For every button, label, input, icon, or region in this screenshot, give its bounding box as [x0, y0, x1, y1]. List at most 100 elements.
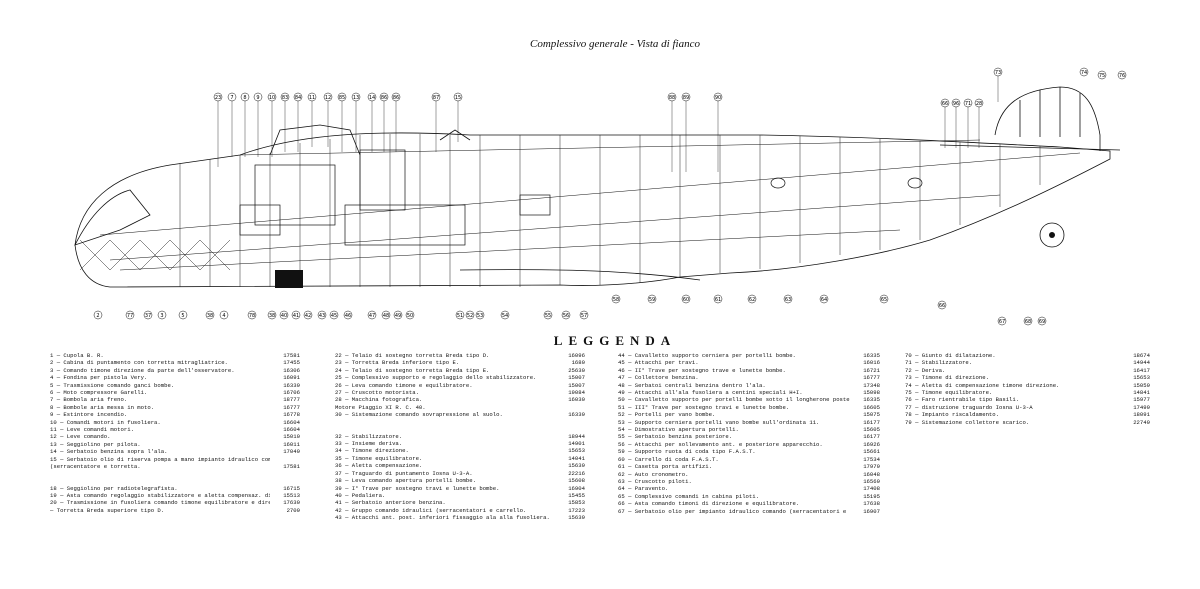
legend-row: 6 — Moto compressore Garelli.16706	[50, 389, 300, 396]
legend-row: 12 — Leve comando.15010	[50, 433, 300, 440]
legend-item-text: 62 — Auto cronometro.	[618, 470, 689, 478]
legend-item-code: 16177	[863, 418, 880, 426]
legend-item-code: 17408	[863, 485, 880, 493]
callout-label: 74	[1081, 70, 1087, 76]
legend-row: 2 — Cabina di puntamento con torretta mi…	[50, 359, 300, 366]
legend-item-code: 17049	[283, 448, 300, 456]
legend-row: 34 — Timone direzione.15653	[335, 447, 585, 454]
legend-item-code: 16177	[863, 433, 880, 441]
callout-label: 59	[649, 297, 655, 303]
legend-item-code: 18091	[1133, 411, 1150, 419]
callout: 74	[1079, 67, 1089, 77]
legend-row: 43 — Attacchi ant. post. inferiori fissa…	[335, 514, 585, 521]
callout	[343, 310, 353, 320]
legend-row: 42 — Gruppo comando idraulici (serracent…	[335, 507, 585, 514]
legend-item-text: 24 — Telaio di sostegno torretta Breda t…	[335, 366, 490, 374]
legend-row: 32 — Stabilizzatore.18944	[335, 433, 585, 440]
callouts-bottom	[93, 294, 1047, 326]
callout-label: 62	[749, 297, 755, 303]
callout	[579, 310, 589, 320]
callout	[937, 300, 947, 310]
legend-row: 28 — Macchina fotografica.16030	[335, 396, 585, 403]
legend-item-code: 16011	[283, 440, 300, 448]
callout-label: 64	[821, 297, 827, 303]
callout-label: 89	[683, 95, 689, 101]
callout: 23	[213, 92, 223, 167]
callout: 96	[951, 98, 961, 148]
legend-item-code: 25630	[568, 366, 585, 374]
callout-label: 38	[269, 313, 275, 319]
fuselage-outline	[74, 86, 1121, 288]
legend-item-code: 14901	[568, 440, 585, 448]
tail-wheel	[1039, 222, 1065, 248]
callout-label: 48	[383, 313, 389, 319]
legend-item-code: 14944	[1133, 359, 1150, 367]
callout: 73	[993, 67, 1003, 102]
callout-label: 9	[256, 95, 259, 101]
legend-item-code: 16016	[863, 359, 880, 367]
legend-item-code: 17499	[1133, 403, 1150, 411]
legend-item-text: 78 — Impianto riscaldamento.	[905, 411, 999, 419]
legend-item-text: 11 — Leve comandi motori.	[50, 426, 134, 434]
legend-item-text: 33 — Insieme deriva.	[335, 440, 403, 448]
legend-row: (serracentatore e torretta.17581	[50, 463, 300, 470]
callout-label: 65	[881, 297, 887, 303]
legend-item-text: 53 — Supporto cerniera portelli vano bom…	[618, 418, 820, 426]
legend-item-code: 18944	[568, 432, 585, 440]
legend-item-text: 54 — Dimostrativo apertura portelli.	[618, 426, 739, 434]
legend-row: 37 — Traguardo di puntamento Iosna U-3-A…	[335, 470, 585, 477]
legend-item-text: 45 — Attacchi per travi.	[618, 359, 699, 367]
legend-row: 64 — Paravento.17408	[618, 485, 880, 492]
legend-row: 53 — Supporto cerniera portelli vano bom…	[618, 419, 880, 426]
callout	[291, 310, 301, 320]
callout: 28	[974, 98, 984, 148]
callout-label: 61	[715, 297, 721, 303]
legend-item-text: 36 — Aletta compensazione.	[335, 462, 423, 470]
legend-item-text: 13 — Seggiolino per pilota.	[50, 440, 141, 448]
legend-item-text: 22 — Telaio di sostegno torretta Breda t…	[335, 352, 490, 359]
callout-label: 52	[467, 313, 473, 319]
legend-item-code: 16706	[283, 389, 300, 397]
legend-row: 5 — Trasmissione comando ganci bombe.163…	[50, 382, 300, 389]
callout-label: 60	[683, 297, 689, 303]
drawing-title: Complessivo generale - Vista di fianco	[530, 38, 700, 50]
legend-item-code: 17223	[568, 506, 585, 514]
callout-label: 53	[477, 313, 483, 319]
legend-item-text: 28 — Macchina fotografica.	[335, 396, 423, 404]
legend-item-text: (serracentatore e torretta.	[50, 463, 141, 471]
legend-item-text: 49 — Attacchi all'ala fusoliera a centin…	[618, 389, 803, 397]
legend-row: 8 — Bombole aria messa in moto.16777	[50, 404, 300, 411]
callout	[367, 310, 377, 320]
legend-item-code: 16721	[863, 366, 880, 374]
legend-item-text: 5 — Trasmissione comando ganci bombe.	[50, 381, 175, 389]
callout-label: 96	[953, 101, 959, 107]
callout: 87	[431, 92, 441, 152]
legend-row: 79 — Sistemazione collettore scarico.227…	[905, 419, 1150, 426]
callout-label: 10	[269, 95, 275, 101]
legend-item-code: 15977	[1133, 396, 1150, 404]
legend-item-code: 14841	[1133, 389, 1150, 397]
legend-item-code: 16605	[863, 403, 880, 411]
callout: 86	[379, 92, 389, 152]
callout-label: 78	[249, 313, 255, 319]
callout	[647, 294, 657, 304]
callout-label: 90	[715, 95, 721, 101]
legend-row: 22 — Telaio di sostegno torretta Breda t…	[335, 352, 585, 359]
callout-label: 75	[1099, 73, 1105, 79]
legend-item-code: 16569	[863, 477, 880, 485]
callout	[747, 294, 757, 304]
hatch-fill	[275, 270, 303, 288]
legend-row: 35 — Timone equilibratore.14041	[335, 455, 585, 462]
legend-item-text: 52 — Portelli per vano bombe.	[618, 411, 716, 419]
callout	[455, 310, 465, 320]
legend-item-code: 16778	[283, 411, 300, 419]
legend-row: 13 — Seggiolino per pilota. 16011	[50, 441, 300, 448]
legend-row: 41 — Serbatoio anteriore benzina.15853	[335, 499, 585, 506]
legend-row: 27 — Cruscotto motorista.19084	[335, 389, 585, 396]
legend-row: 73 — Timone di direzione.15653	[905, 374, 1150, 381]
legend-item-code: 16335	[863, 396, 880, 404]
legend-row: 30 — Sistemazione comando sovrapressione…	[335, 411, 585, 418]
callout: 14	[367, 92, 377, 152]
callout: 76	[1117, 70, 1127, 80]
